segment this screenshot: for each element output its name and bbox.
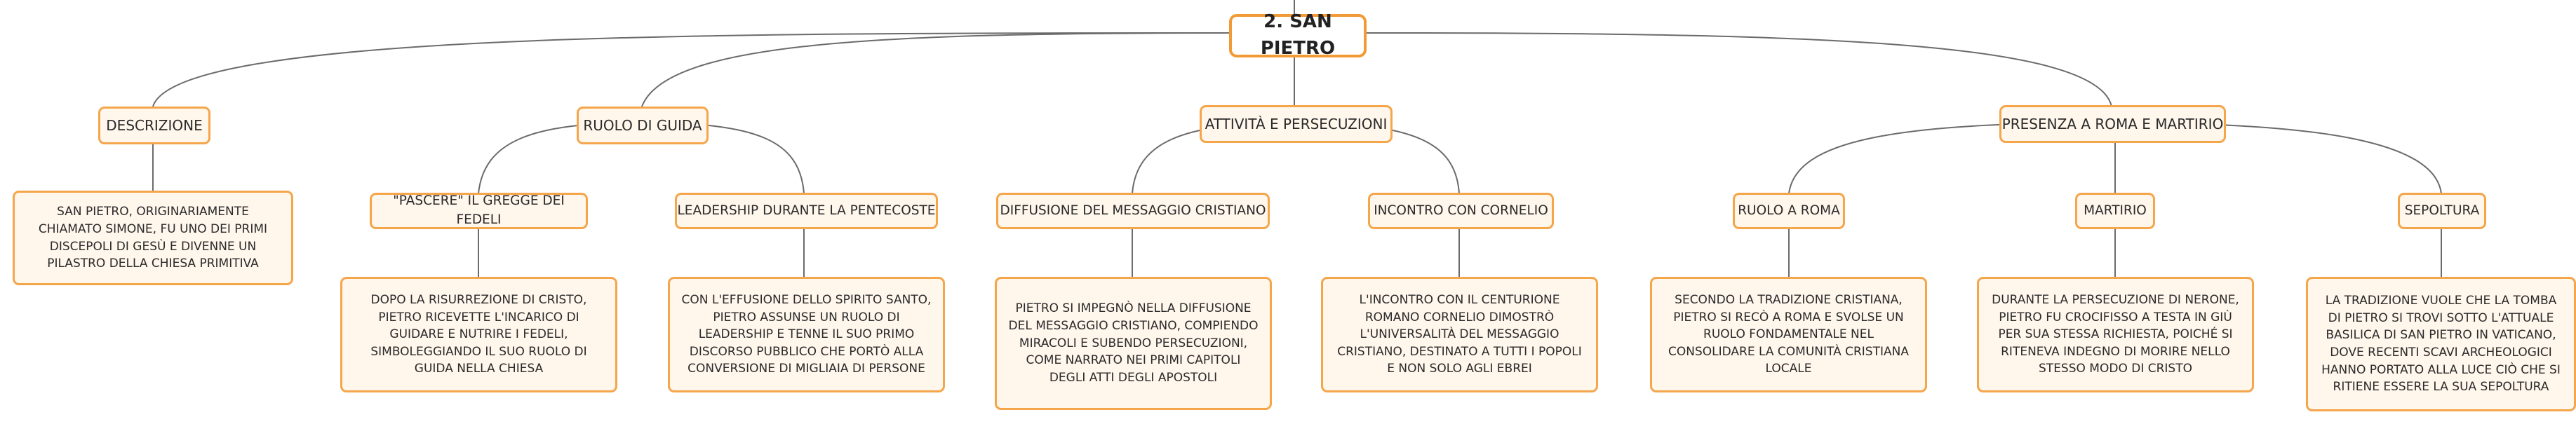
edge-root-presenza (1385, 32, 2112, 107)
node-diffusione-messaggio[interactable]: DIFFUSIONE DEL MESSAGGIO CRISTIANO (996, 193, 1270, 229)
node-incontro-cornelio[interactable]: INCONTRO CON CORNELIO (1368, 193, 1554, 229)
node-ruolo-di-guida[interactable]: RUOLO DI GUIDA (577, 107, 709, 144)
leaf-descrizione-text: SAN PIETRO, ORIGINARIAMENTE CHIAMATO SIM… (38, 205, 268, 271)
leaf-diffusione[interactable]: PIETRO SI IMPEGNÒ NELLA DIFFUSIONE DEL M… (995, 277, 1272, 410)
node-attivita-persecuzioni[interactable]: ATTIVITÀ E PERSECUZIONI (1200, 105, 1393, 143)
leaf-ruolo-roma-text: SECONDO LA TRADIZIONE CRISTIANA, PIETRO … (1668, 292, 1909, 376)
edge-root-descrizione (152, 32, 1230, 107)
node-martirio[interactable]: MARTIRIO (2075, 193, 2155, 229)
leaf-martirio-text: DURANTE LA PERSECUZIONE DI NERONE, PIETR… (1992, 292, 2239, 376)
leaf-descrizione[interactable]: SAN PIETRO, ORIGINARIAMENTE CHIAMATO SIM… (13, 191, 293, 285)
leaf-ruolo-roma[interactable]: SECONDO LA TRADIZIONE CRISTIANA, PIETRO … (1650, 277, 1927, 392)
leaf-pascere-text: DOPO LA RISURREZIONE DI CRISTO, PIETRO R… (370, 292, 587, 376)
leaf-sepoltura[interactable]: LA TRADIZIONE VUOLE CHE LA TOMBA DI PIET… (2306, 277, 2576, 411)
leaf-pascere[interactable]: DOPO LA RISURREZIONE DI CRISTO, PIETRO R… (340, 277, 617, 392)
leaf-diffusione-text: PIETRO SI IMPEGNÒ NELLA DIFFUSIONE DEL M… (1008, 301, 1259, 385)
edge-root-ruolo (641, 32, 1230, 107)
leaf-cornelio[interactable]: L'INCONTRO CON IL CENTURIONE ROMANO CORN… (1321, 277, 1598, 392)
leaf-pentecoste-text: CON L'EFFUSIONE DELLO SPIRITO SANTO, PIE… (681, 292, 932, 376)
node-sepoltura[interactable]: SEPOLTURA (2398, 193, 2486, 229)
node-ruolo-a-roma[interactable]: RUOLO A ROMA (1733, 193, 1845, 229)
root-node[interactable]: 2. SAN PIETRO (1229, 11, 1367, 59)
node-pascere-gregge[interactable]: "PASCERE" IL GREGGE DEI FEDELI (370, 193, 588, 229)
node-descrizione[interactable]: DESCRIZIONE (98, 107, 210, 144)
leaf-cornelio-text: L'INCONTRO CON IL CENTURIONE ROMANO CORN… (1337, 292, 1582, 376)
node-leadership-pentecoste[interactable]: LEADERSHIP DURANTE LA PENTECOSTE (675, 193, 938, 229)
leaf-martirio[interactable]: DURANTE LA PERSECUZIONE DI NERONE, PIETR… (1977, 277, 2254, 392)
leaf-sepoltura-text: LA TRADIZIONE VUOLE CHE LA TOMBA DI PIET… (2321, 294, 2561, 395)
node-presenza-roma-martirio[interactable]: PRESENZA A ROMA E MARTIRIO (1999, 105, 2226, 143)
leaf-pentecoste[interactable]: CON L'EFFUSIONE DELLO SPIRITO SANTO, PIE… (668, 277, 945, 392)
